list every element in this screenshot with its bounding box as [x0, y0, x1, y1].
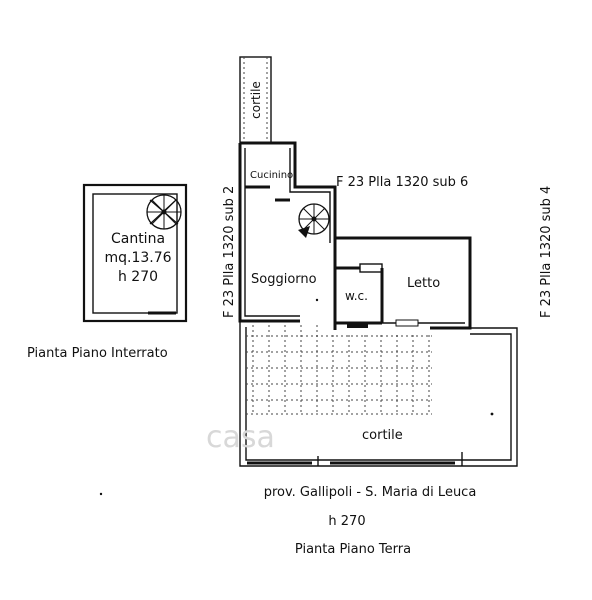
wc-walls — [335, 266, 384, 325]
soggiorno-label: Soggiorno — [251, 272, 317, 287]
basement-inner-wall — [92, 193, 178, 314]
wc-label: w.c. — [345, 289, 368, 303]
top-courtyard-label: cortile — [249, 81, 263, 119]
basement-room-area: mq.13.76 — [104, 250, 171, 266]
ground-floor-plan: cortile Cucinino Soggiorno — [99, 56, 554, 557]
courtyard-pergola-hatch — [246, 325, 432, 415]
ground-floor-caption: Pianta Piano Terra — [295, 542, 411, 557]
neighbor-left-label: F 23 Plla 1320 sub 2 — [222, 186, 237, 318]
neighbor-right-label: F 23 Plla 1320 sub 4 — [539, 186, 554, 318]
cucinino-label: Cucinino — [250, 170, 293, 181]
neighbor-top-label: F 23 Plla 1320 sub 6 — [336, 175, 468, 190]
basement-plan: Cantina mq.13.76 h 270 Pianta Piano Inte… — [27, 183, 188, 361]
basement-spiral-stair-icon — [146, 194, 182, 230]
letto-label: Letto — [407, 276, 440, 291]
basement-room-height: h 270 — [118, 269, 158, 285]
watermark-text: casa — [206, 420, 275, 455]
ground-spiral-stair-icon — [298, 203, 330, 238]
ground-height-text: h 270 — [328, 514, 365, 529]
basement-caption: Pianta Piano Interrato — [27, 346, 168, 361]
basement-outer-wall — [82, 183, 188, 323]
bottom-courtyard-border — [239, 321, 518, 467]
location-text: prov. Gallipoli - S. Maria di Leuca — [264, 485, 477, 500]
bottom-courtyard-label: cortile — [362, 428, 403, 443]
basement-room-name: Cantina — [111, 231, 165, 247]
